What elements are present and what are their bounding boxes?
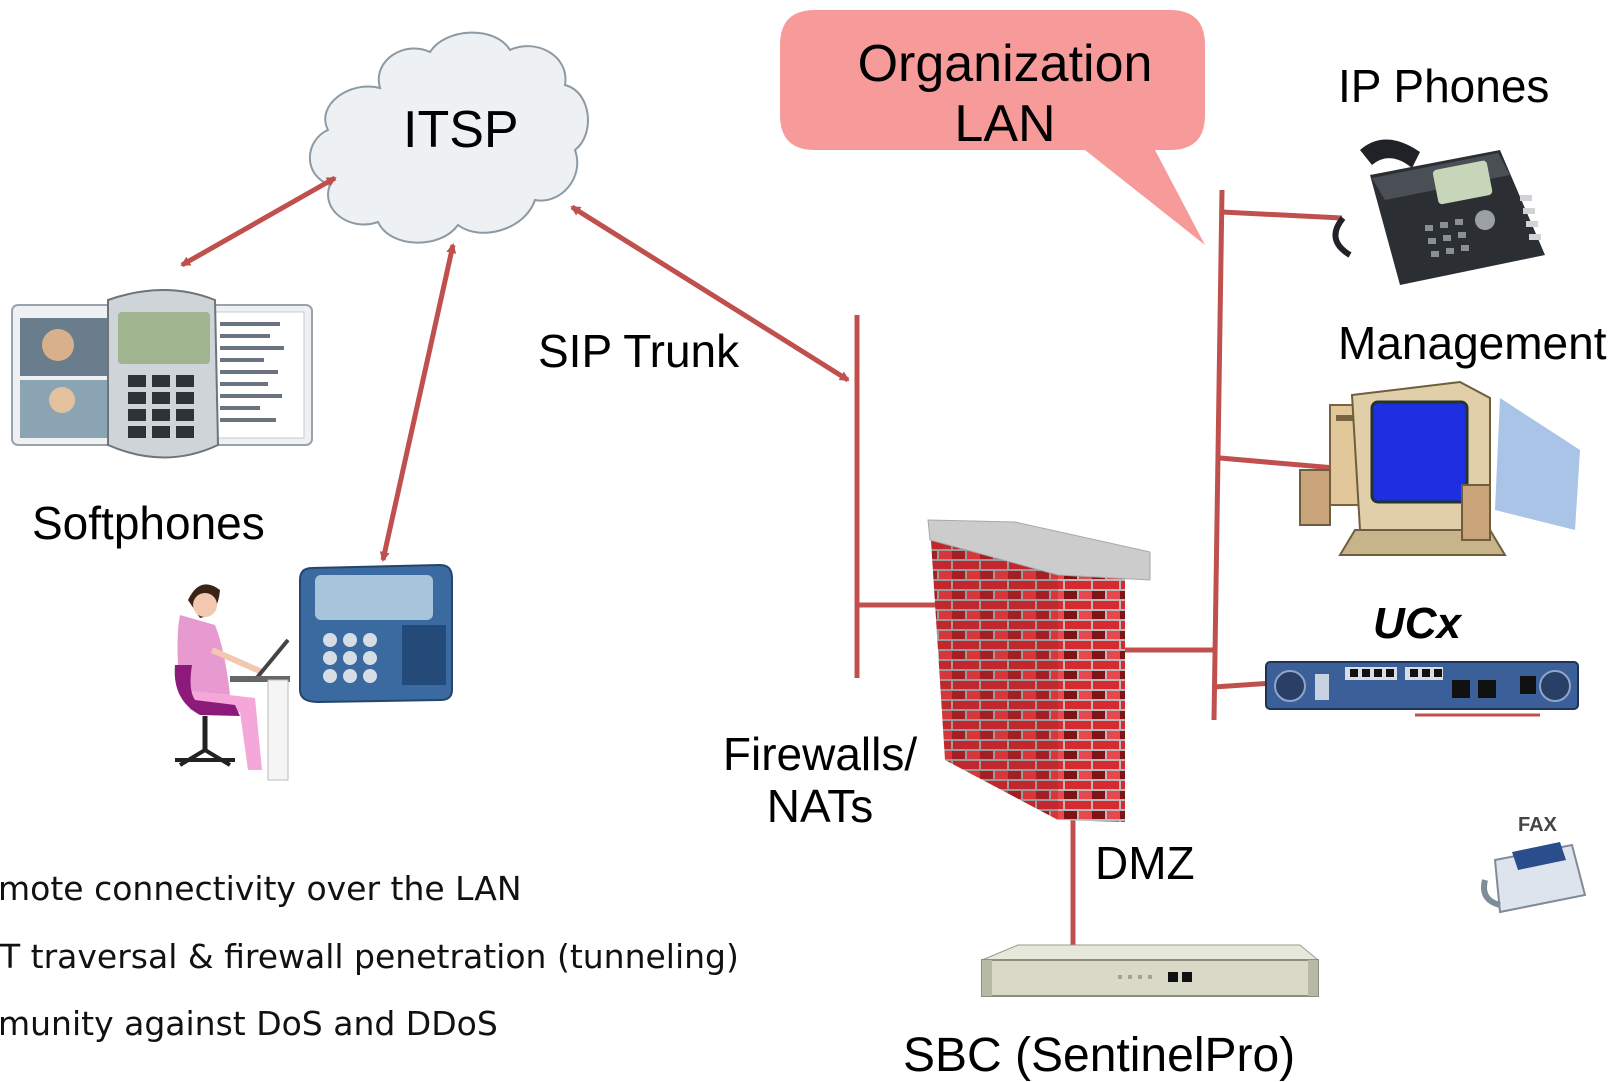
lan-to-ucx xyxy=(1213,680,1273,690)
sbc-rack-unit-icon xyxy=(981,944,1320,997)
cloud-icon xyxy=(308,31,589,244)
connection-lines xyxy=(180,175,1540,948)
firewall-brick-wall-icon xyxy=(927,519,1151,822)
itsp-remote-user-arrow xyxy=(379,243,457,562)
sbc-label: SBC (SentinelPro) xyxy=(903,1029,1296,1082)
ucx-appliance-icon xyxy=(1265,661,1579,710)
lan-backbone xyxy=(1211,189,1225,721)
firewalls-nats-label: Firewalls/ NATs xyxy=(722,728,918,832)
softphones-label: Softphones xyxy=(32,497,265,549)
org-lan-label: Organization LAN xyxy=(857,35,1153,153)
computer-icon xyxy=(1299,380,1580,556)
desk-phone-icon xyxy=(299,563,453,704)
itsp-softphones-arrow xyxy=(180,175,337,268)
dmz-label: DMZ xyxy=(1095,837,1195,889)
ip-phones-label: IP Phones xyxy=(1338,60,1550,112)
bullet-remote-connectivity: mote connectivity over the LAN xyxy=(0,869,522,908)
lan-to-ip-phones xyxy=(1221,209,1343,221)
fax-label: FAX xyxy=(1518,814,1557,836)
sip-trunk-label: SIP Trunk xyxy=(538,325,740,377)
bullet-nat-traversal: T traversal & firewall penetration (tunn… xyxy=(0,937,739,976)
lan-to-management xyxy=(1219,455,1336,471)
ip-phone-icon xyxy=(1332,139,1545,285)
woman-at-laptop-icon xyxy=(174,584,290,781)
sip-trunk-arrow xyxy=(570,204,850,383)
ucx-label: UCx xyxy=(1373,599,1462,648)
fax-machine-icon xyxy=(1481,842,1587,914)
softphone-app-icon xyxy=(11,289,313,459)
itsp-label: ITSP xyxy=(403,101,519,159)
bullet-dos-immunity: munity against DoS and DDoS xyxy=(0,1004,498,1043)
org-lan-callout xyxy=(780,10,1205,245)
management-label: Management xyxy=(1338,317,1607,369)
